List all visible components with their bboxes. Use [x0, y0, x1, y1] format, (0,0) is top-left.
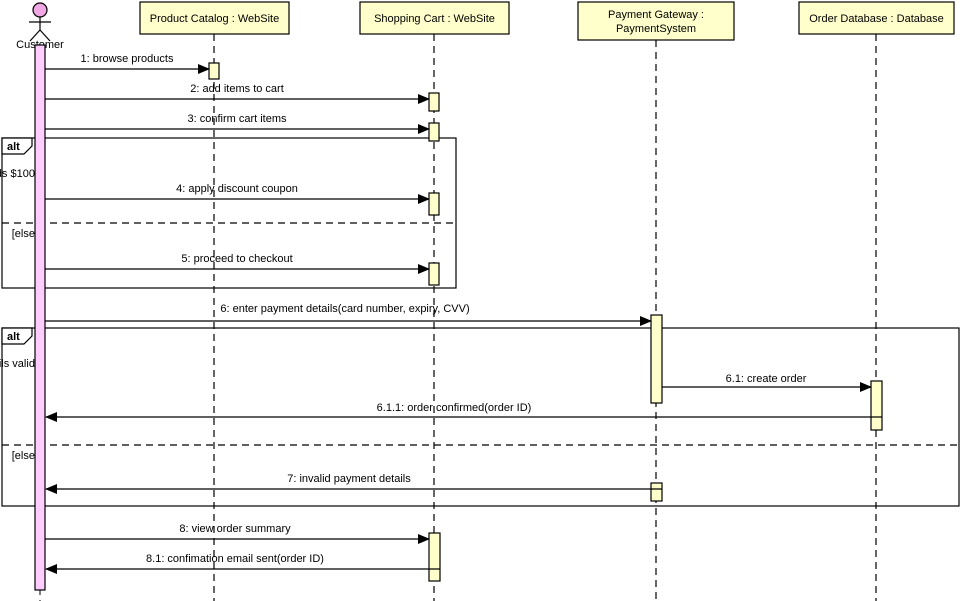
fragment-operator-label: alt: [7, 141, 20, 153]
lifeline-product-catalog[interactable]: Product Catalog : WebSite: [139, 1, 290, 601]
message-label: 2: add items to cart: [190, 83, 284, 95]
message-m3[interactable]: 3: confirm cart items: [45, 113, 430, 134]
message-label: 5: proceed to checkout: [181, 253, 292, 265]
message-m6_1_1[interactable]: 6.1.1: order confirmed(order ID): [45, 402, 882, 422]
fragment-operator-label: alt: [7, 331, 20, 343]
activation-bar-act-payment-valid: [650, 314, 663, 404]
lifeline-header-box[interactable]: [798, 1, 955, 35]
message-m4[interactable]: 4: apply discount coupon: [45, 183, 430, 204]
message-m8_1[interactable]: 8.1: confimation email sent(order ID): [45, 553, 440, 574]
message-m6[interactable]: 6: enter payment details(card number, ex…: [45, 303, 652, 326]
lifeline-header-label: Product Catalog : WebSite: [150, 13, 279, 25]
message-label: 4: apply discount coupon: [176, 183, 298, 195]
message-m5[interactable]: 5: proceed to checkout: [45, 253, 430, 274]
activation-bar-act-proceed-checkout: [428, 262, 440, 286]
activation-bar-act-confirm-cart: [428, 122, 440, 142]
message-m1[interactable]: 1: browse products: [45, 53, 210, 74]
message-m2[interactable]: 2: add items to cart: [45, 83, 430, 104]
lifeline-header-label: PaymentSystem: [616, 23, 696, 35]
lifeline-shopping-cart[interactable]: Shopping Cart : WebSite: [359, 1, 510, 601]
activation-bar-act-apply-coupon: [428, 192, 440, 216]
fragment-guard-label-1: [else]: [12, 228, 38, 240]
combined-fragments-layer: alt [cart items total exceeds $100] [else]…: [0, 137, 960, 507]
lifeline-header-label: Payment Gateway :: [608, 9, 704, 21]
fragment-guard-label-1: [else]: [12, 450, 38, 462]
activation-bar-act-add-items: [428, 92, 440, 112]
actor-activation-bar: [34, 44, 46, 591]
actor-head-icon: [32, 2, 48, 18]
fragment-guard-label-0: [payment details valid]: [0, 358, 38, 370]
lifeline-header-label: Shopping Cart : WebSite: [374, 13, 495, 25]
activation-bars-layer: [34, 44, 883, 591]
fragment-operator-tab: [1, 137, 33, 155]
activation-bar-act-create-order: [870, 380, 883, 431]
message-label: 7: invalid payment details: [287, 473, 411, 485]
lifeline-header-box[interactable]: [139, 1, 290, 35]
lifeline-order-database[interactable]: Order Database : Database: [798, 1, 955, 601]
lifeline-header-label: Order Database : Database: [809, 13, 944, 25]
message-label: 8: view order summary: [179, 523, 291, 535]
combined-fragment-alt-payment: alt [payment details valid] [else]: [0, 327, 960, 507]
fragment-guard-label-0: [cart items total exceeds $100]: [0, 168, 38, 180]
activation-bar-act-order-summary: [428, 532, 441, 582]
fragment-border: [1, 137, 457, 289]
actor-leg-left: [29, 29, 41, 42]
message-m8[interactable]: 8: view order summary: [45, 523, 430, 544]
message-label: 6: enter payment details(card number, ex…: [220, 303, 469, 315]
message-label: 6.1: create order: [726, 373, 807, 385]
fragment-border: [1, 327, 960, 507]
message-label: 3: confirm cart items: [187, 113, 287, 125]
combined-fragment-alt-discount: alt [cart items total exceeds $100] [else]: [0, 137, 457, 289]
fragment-operator-tab: [1, 327, 33, 345]
lifelines-layer: Product Catalog : WebSite Shopping Cart :…: [139, 1, 955, 601]
actor-leg-right: [39, 29, 51, 42]
messages-layer: 1: browse products 2: add items to cart 3:…: [45, 53, 882, 574]
activation-bar-act-payment-invalid: [650, 482, 663, 502]
message-m7[interactable]: 7: invalid payment details: [45, 473, 662, 494]
lifeline-header-box[interactable]: [359, 1, 510, 35]
lifeline-header-box[interactable]: [577, 1, 735, 41]
activation-bar-act-browse: [208, 62, 220, 80]
lifeline-payment-gateway[interactable]: Payment Gateway : PaymentSystem: [577, 1, 735, 601]
message-label: 1: browse products: [81, 53, 174, 65]
message-label: 6.1.1: order confirmed(order ID): [377, 402, 532, 414]
message-m6_1[interactable]: 6.1: create order: [662, 373, 872, 392]
message-label: 8.1: confimation email sent(order ID): [146, 553, 324, 565]
